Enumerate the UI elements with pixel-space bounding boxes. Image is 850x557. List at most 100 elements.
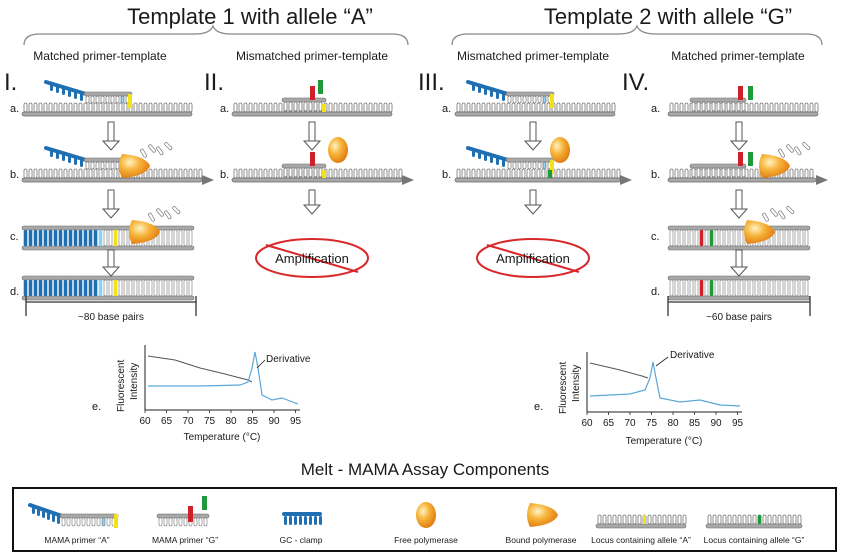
legend-icons bbox=[28, 496, 803, 529]
step-b-II: b. bbox=[220, 169, 229, 181]
released-nucleotides bbox=[762, 206, 795, 222]
length-label-right: ~60 base pairs bbox=[706, 312, 772, 323]
derivative-label-right: Derivative bbox=[670, 350, 715, 361]
legend-free-polymerase: Free polymerase bbox=[394, 535, 458, 545]
arrow-I-c-d bbox=[101, 249, 121, 277]
subheading-mismatched-2: Mismatched primer-template bbox=[457, 49, 609, 63]
panel-II-step-b bbox=[231, 137, 414, 185]
xtick-label: 65 bbox=[603, 418, 615, 429]
step-d-I: d. bbox=[10, 286, 19, 298]
no-amplification-III: Amplification bbox=[476, 238, 590, 278]
melt-xlabel-right: Temperature (°C) bbox=[626, 436, 703, 447]
arrow-II-b-outcome bbox=[302, 189, 322, 215]
derivative-pointer-left bbox=[256, 359, 266, 369]
mama-primer-A-extending bbox=[44, 146, 133, 174]
step-b-IV: b. bbox=[651, 169, 660, 181]
step-b-III: b. bbox=[442, 169, 451, 181]
xtick-label: 95 bbox=[732, 418, 744, 429]
mama-primer-G-matched bbox=[689, 86, 753, 112]
arrow-III-a-b bbox=[523, 121, 543, 151]
panel-II-step-a bbox=[231, 80, 393, 117]
mama-primer-G-mismatched bbox=[281, 80, 327, 112]
amplification-label-III: Amplification bbox=[496, 251, 570, 266]
panel-label-IV: IV. bbox=[622, 69, 649, 96]
template-2-heading: Template 2 with allele “G” bbox=[544, 4, 792, 29]
panel-IV-step-c bbox=[667, 206, 811, 251]
arrow-III-b-outcome bbox=[523, 189, 543, 215]
xtick-label: 85 bbox=[689, 418, 701, 429]
legend-icon-locus-A bbox=[595, 514, 687, 529]
legend-title: Melt - MAMA Assay Components bbox=[301, 460, 549, 479]
xtick-label: 70 bbox=[624, 418, 636, 429]
xtick-label: 80 bbox=[225, 416, 237, 427]
step-a-II: a. bbox=[220, 103, 229, 115]
panel-label-III: III. bbox=[418, 69, 445, 96]
subheading-mismatched-1: Mismatched primer-template bbox=[236, 49, 388, 63]
legend-mama-primer-A: MAMA primer “A” bbox=[44, 535, 109, 545]
legend-icon-primer-A bbox=[28, 503, 119, 528]
length-label-left: ~80 base pairs bbox=[78, 312, 144, 323]
legend-locus-G: Locus containing allele “G” bbox=[704, 535, 805, 545]
melt-ylabel-left-2: Intensity bbox=[129, 363, 140, 400]
derivative-curve-left bbox=[148, 351, 299, 405]
xtick-label: 65 bbox=[161, 416, 173, 427]
panel-IV-step-d bbox=[667, 275, 811, 301]
length-bracket-right: ~60 base pairs bbox=[667, 296, 811, 323]
xtick-label: 95 bbox=[290, 416, 302, 427]
mama-primer-A-bound bbox=[44, 80, 133, 108]
bound-polymerase-IV-c bbox=[744, 220, 775, 244]
legend-box bbox=[12, 487, 837, 552]
panel-label-II: II. bbox=[204, 69, 224, 96]
xtick-label: 75 bbox=[646, 418, 658, 429]
derivative-curve-right bbox=[589, 361, 741, 407]
panel-III-step-a bbox=[454, 80, 616, 117]
panel-I-step-b bbox=[21, 142, 214, 185]
panel-I-step-c bbox=[21, 206, 195, 251]
xtick-label: 70 bbox=[182, 416, 194, 427]
legend-locus-A: Locus containing allele “A” bbox=[591, 535, 691, 545]
step-c-I: c. bbox=[10, 231, 19, 243]
panel-III-step-b bbox=[454, 137, 632, 185]
legend-gc-clamp: GC - clamp bbox=[280, 535, 323, 545]
no-amplification-II: Amplification bbox=[255, 238, 369, 278]
process-arrows bbox=[101, 121, 749, 277]
mama-primer-G-extending bbox=[689, 152, 753, 178]
free-polymerase-II bbox=[328, 137, 348, 163]
template-1-brace bbox=[23, 24, 409, 46]
melt-ylabel-right-1: Fluorescent bbox=[558, 362, 569, 414]
amplification-label-II: Amplification bbox=[275, 251, 349, 266]
dna-strands bbox=[21, 80, 828, 301]
arrow-IV-a-b bbox=[729, 121, 749, 151]
derivative-pointer-right bbox=[655, 356, 669, 367]
panel-I-step-a bbox=[21, 80, 193, 117]
subheading-matched-1: Matched primer-template bbox=[33, 49, 167, 63]
melt-ylabel-left-1: Fluorescent bbox=[116, 360, 127, 412]
legend-mama-primer-G: MAMA primer “G” bbox=[152, 535, 218, 545]
step-letters: a. b. c. d. a. b. a. b. a. b. c. d. e. e… bbox=[10, 103, 660, 413]
xtick-label: 85 bbox=[247, 416, 259, 427]
legend-bound-polymerase: Bound polymerase bbox=[506, 535, 577, 545]
step-e-left: e. bbox=[92, 401, 101, 413]
step-a-IV: a. bbox=[651, 103, 660, 115]
panel-IV-step-b bbox=[667, 142, 828, 185]
arrow-IV-c-d bbox=[729, 249, 749, 277]
step-b-I: b. bbox=[10, 169, 19, 181]
mama-primer-A-mismatched bbox=[466, 80, 555, 108]
subheading-matched-2: Matched primer-template bbox=[671, 49, 805, 63]
legend-icon-locus-G bbox=[705, 514, 803, 529]
xticks-left: 60 65 70 75 80 85 90 95 bbox=[139, 410, 301, 427]
panel-label-I: I. bbox=[4, 69, 17, 96]
xtick-label: 90 bbox=[268, 416, 280, 427]
step-c-IV: c. bbox=[651, 231, 660, 243]
arrow-IV-b-c bbox=[729, 189, 749, 219]
bound-polymerase-IV-b bbox=[759, 154, 790, 178]
xtick-label: 60 bbox=[581, 418, 593, 429]
xtick-label: 90 bbox=[710, 418, 722, 429]
melt-curve-right bbox=[589, 362, 649, 379]
xtick-label: 60 bbox=[139, 416, 151, 427]
xtick-label: 75 bbox=[204, 416, 216, 427]
arrow-I-b-c bbox=[101, 189, 121, 219]
